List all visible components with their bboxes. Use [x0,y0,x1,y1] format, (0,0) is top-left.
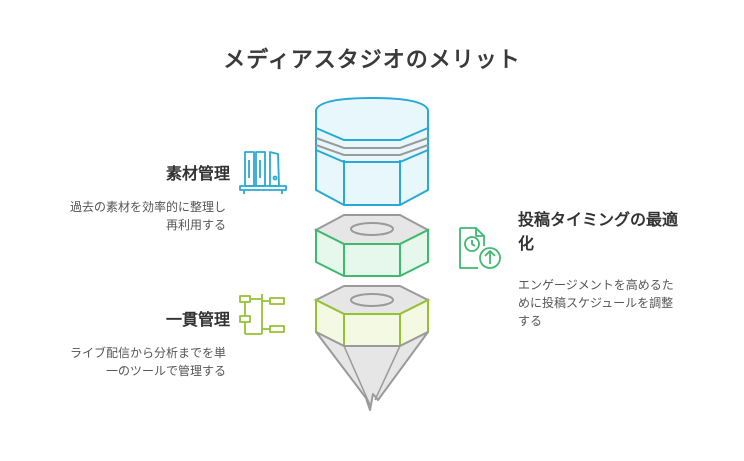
item-title-timing: 投稿タイミングの最適 化 [518,210,679,253]
item-desc-timing: エンゲージメントを高めるた めに投稿スケジュールを調整 する [518,278,674,328]
flowchart-icon [239,294,285,335]
stack-cylinder-top [315,96,429,206]
page-title: メディアスタジオのメリット [223,48,521,73]
stack-cone-tip [315,331,429,411]
schedule-upload-icon [459,227,501,269]
stack-hexnut-bottom [313,285,431,347]
item-title-material: 素材管理 [165,164,230,183]
item-title-unified: 一貫管理 [165,310,230,329]
item-desc-unified: ライブ配信から分析までを単 一のツールで管理する [69,346,226,378]
stack-hexnut-middle [313,214,431,277]
bookshelf-icon [239,151,287,194]
item-desc-material: 過去の素材を効率的に整理し 再利用する [69,200,226,232]
